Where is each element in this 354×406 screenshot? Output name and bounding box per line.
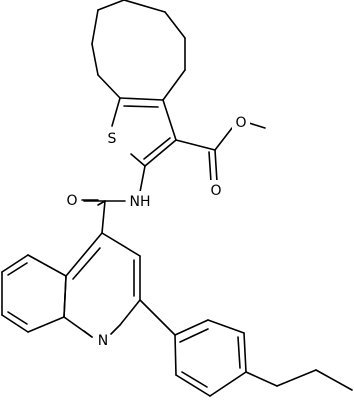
methyl-ester	[175, 122, 266, 183]
atom-nitrogen-quinoline: N	[94, 330, 112, 350]
svg-text:NH: NH	[130, 194, 151, 210]
quinoline-pyridine-ring	[63, 232, 141, 338]
svg-text:O: O	[210, 183, 221, 199]
svg-text:S: S	[108, 131, 117, 147]
atom-oxygen-amide-carbonyl: O	[63, 190, 81, 210]
svg-text:N: N	[98, 333, 108, 349]
svg-text:O: O	[66, 193, 77, 209]
atom-oxygen-ester: O	[232, 112, 250, 132]
atom-sulfur: S	[103, 128, 121, 148]
atom-nh: NH	[126, 191, 156, 211]
atom-oxygen-ester-carbonyl: O	[207, 180, 225, 200]
propylphenyl-group	[139, 299, 353, 397]
thiophene-ring	[111, 97, 177, 167]
quinoline-benzo-ring	[1, 254, 67, 333]
cyclooctane-ring	[91, 0, 186, 101]
amide-linker	[81, 165, 146, 234]
quinoline-n-bonds	[83, 324, 121, 338]
svg-text:O: O	[235, 115, 246, 131]
